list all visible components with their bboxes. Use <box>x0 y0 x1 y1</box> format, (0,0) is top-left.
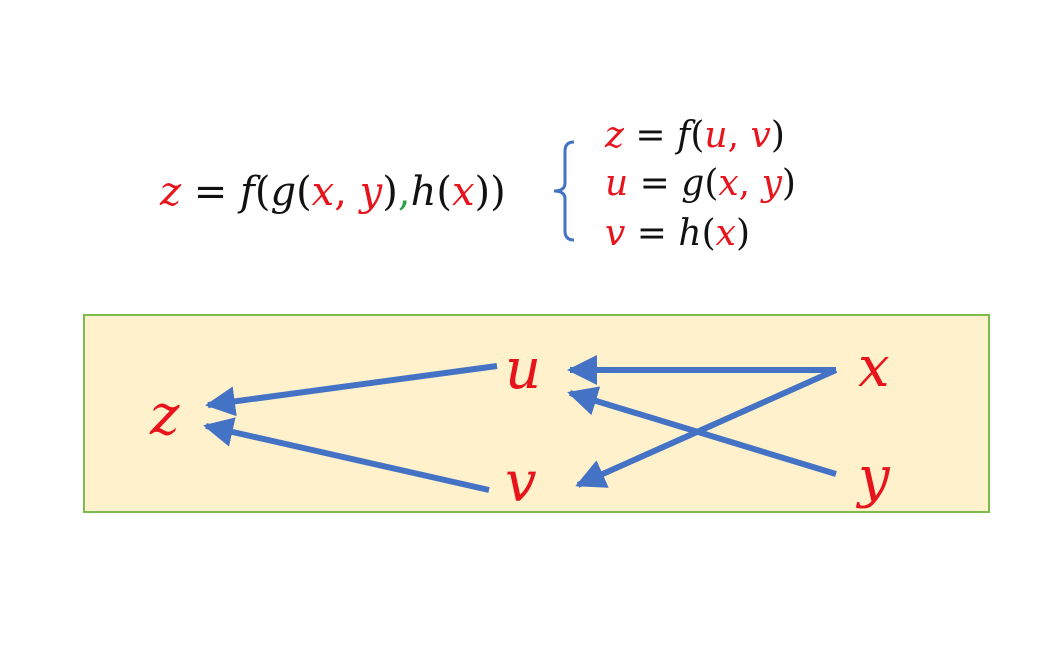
var-z: z <box>160 169 182 215</box>
arrow-u-to-z <box>205 363 498 417</box>
var-x: x <box>451 169 475 215</box>
func-h: h <box>410 169 437 215</box>
paren-close: ) <box>781 163 796 204</box>
paren-open: ( <box>296 169 312 215</box>
var-y: y <box>761 163 782 204</box>
func-g: g <box>270 169 297 215</box>
paren-close: )) <box>474 169 506 215</box>
node-y: y <box>858 445 890 510</box>
comma: , <box>727 115 740 156</box>
var-x: x <box>311 169 335 215</box>
var-z: z <box>605 115 624 156</box>
func-h: h <box>678 213 702 254</box>
comma: , <box>738 163 751 204</box>
equation-z: z = f(u, v) <box>605 118 785 154</box>
node-z: z <box>150 383 180 448</box>
paren-close: ) <box>735 213 751 254</box>
arrow-y-to-u <box>567 386 837 477</box>
equation-v: v = h(x) <box>605 216 750 252</box>
func-g: g <box>681 163 705 204</box>
paren-open: ( <box>436 169 452 215</box>
var-x: x <box>715 213 736 254</box>
var-u: u <box>704 115 728 156</box>
var-u: u <box>605 163 629 204</box>
func-f: f <box>677 115 691 156</box>
arrow-x-to-v <box>575 367 838 488</box>
var-v: v <box>605 213 626 254</box>
comma: , <box>397 169 411 215</box>
equals-sign: = <box>635 115 666 156</box>
paren-open: ( <box>701 213 716 254</box>
equals-sign: = <box>636 213 667 254</box>
left-brace-icon <box>553 140 575 242</box>
equals-sign: = <box>639 163 670 204</box>
paren-open: ( <box>254 169 271 215</box>
arrow-v-to-z <box>203 417 490 493</box>
paren-open: ( <box>704 163 719 204</box>
var-x: x <box>718 163 739 204</box>
paren-close: ) <box>382 169 398 215</box>
comma: , <box>334 169 347 215</box>
paren-open: ( <box>690 115 705 156</box>
var-v: v <box>750 115 771 156</box>
equation-u: u = g(x, y) <box>605 166 796 202</box>
node-u: u <box>505 337 542 402</box>
paren-close: ) <box>770 115 785 156</box>
var-y: y <box>359 169 383 215</box>
func-f: f <box>240 169 255 215</box>
node-v: v <box>505 450 537 515</box>
composite-function-equation: z = f(g(x, y),h(x)) <box>160 172 506 212</box>
equals-sign: = <box>193 169 228 215</box>
node-x: x <box>858 335 890 400</box>
